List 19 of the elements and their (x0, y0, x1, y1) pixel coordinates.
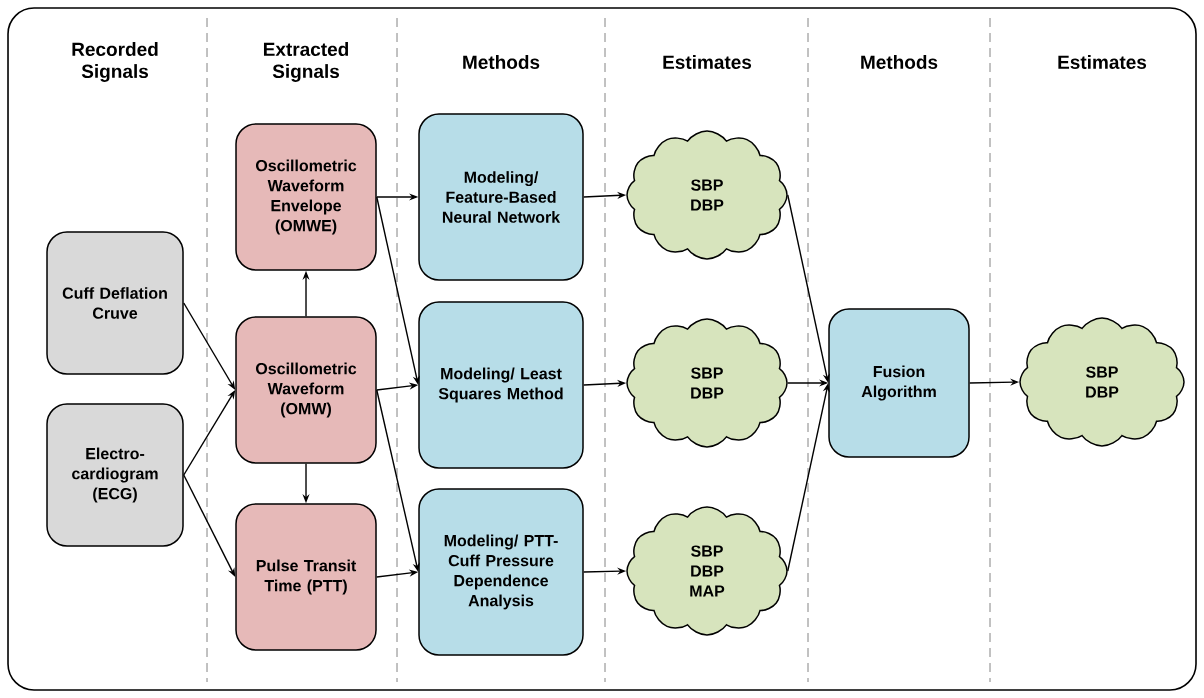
column-heading: Methods (861, 55, 938, 69)
column-heading: Estimates (663, 55, 752, 69)
estimate-cloud: SBP DBP (626, 318, 788, 448)
signal-box: Cuff Deflation Cruve (46, 231, 184, 375)
estimate-cloud: SBP DBP (1019, 317, 1185, 447)
column-heading: Methods (463, 55, 540, 69)
estimate-cloud: SBP DBP (626, 130, 788, 260)
column-heading: Extracted Signals (264, 42, 349, 82)
signal-box: Oscillometric Waveform Envelope (OMWE) (235, 123, 377, 271)
signal-box: Electro-cardiogram (ECG) (46, 403, 184, 547)
method-box: Modeling/ PTT-Cuff Pressure Dependence Analysis (418, 488, 584, 656)
signal-box: Pulse Transit Time (PTT) (235, 503, 377, 651)
estimate-cloud: SBP DBP MAP (626, 506, 788, 636)
column-heading: Recorded Signals (72, 42, 158, 82)
method-box: Fusion Algorithm (828, 308, 970, 458)
column-heading: Estimates (1058, 55, 1147, 69)
method-box: Modeling/ Feature-Based Neural Network (418, 113, 584, 281)
method-box: Modeling/ Least Squares Method (418, 301, 584, 469)
signal-box: Oscillometric Waveform (OMW) (235, 316, 377, 464)
